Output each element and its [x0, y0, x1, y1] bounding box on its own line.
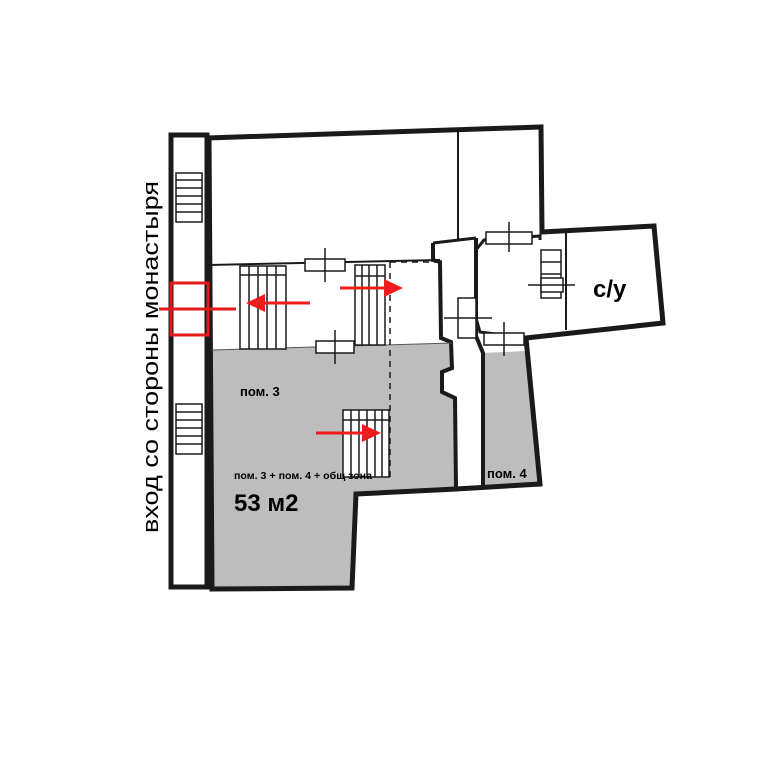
outer-wall [206, 124, 666, 592]
combined-label: пом. 3 + пом. 4 + общ зона [234, 470, 372, 482]
corridor-wall-left [474, 238, 485, 487]
room3-shaded-area [212, 343, 456, 590]
shaded-area [212, 343, 540, 590]
entrance-marker [159, 281, 236, 337]
area-label: 53 м2 [234, 490, 298, 517]
dashed-lines [389, 261, 438, 478]
stairs-center [354, 264, 386, 346]
doors [304, 222, 575, 364]
arrow-right-lower [316, 424, 381, 442]
room4-label: пом. 4 [487, 466, 527, 481]
arrow-right-upper [340, 279, 403, 297]
left-wall-strip [168, 132, 210, 590]
arrows [246, 279, 403, 442]
entrance-label: вход со стороны монастыря [138, 181, 163, 533]
arrow-left [246, 294, 310, 312]
room4-shaded-area [482, 351, 540, 487]
windows [175, 172, 203, 455]
window-top [175, 172, 203, 223]
room3-label: пом. 3 [240, 384, 280, 399]
corridor-top [432, 236, 477, 245]
wc-label: с/у [593, 276, 627, 303]
